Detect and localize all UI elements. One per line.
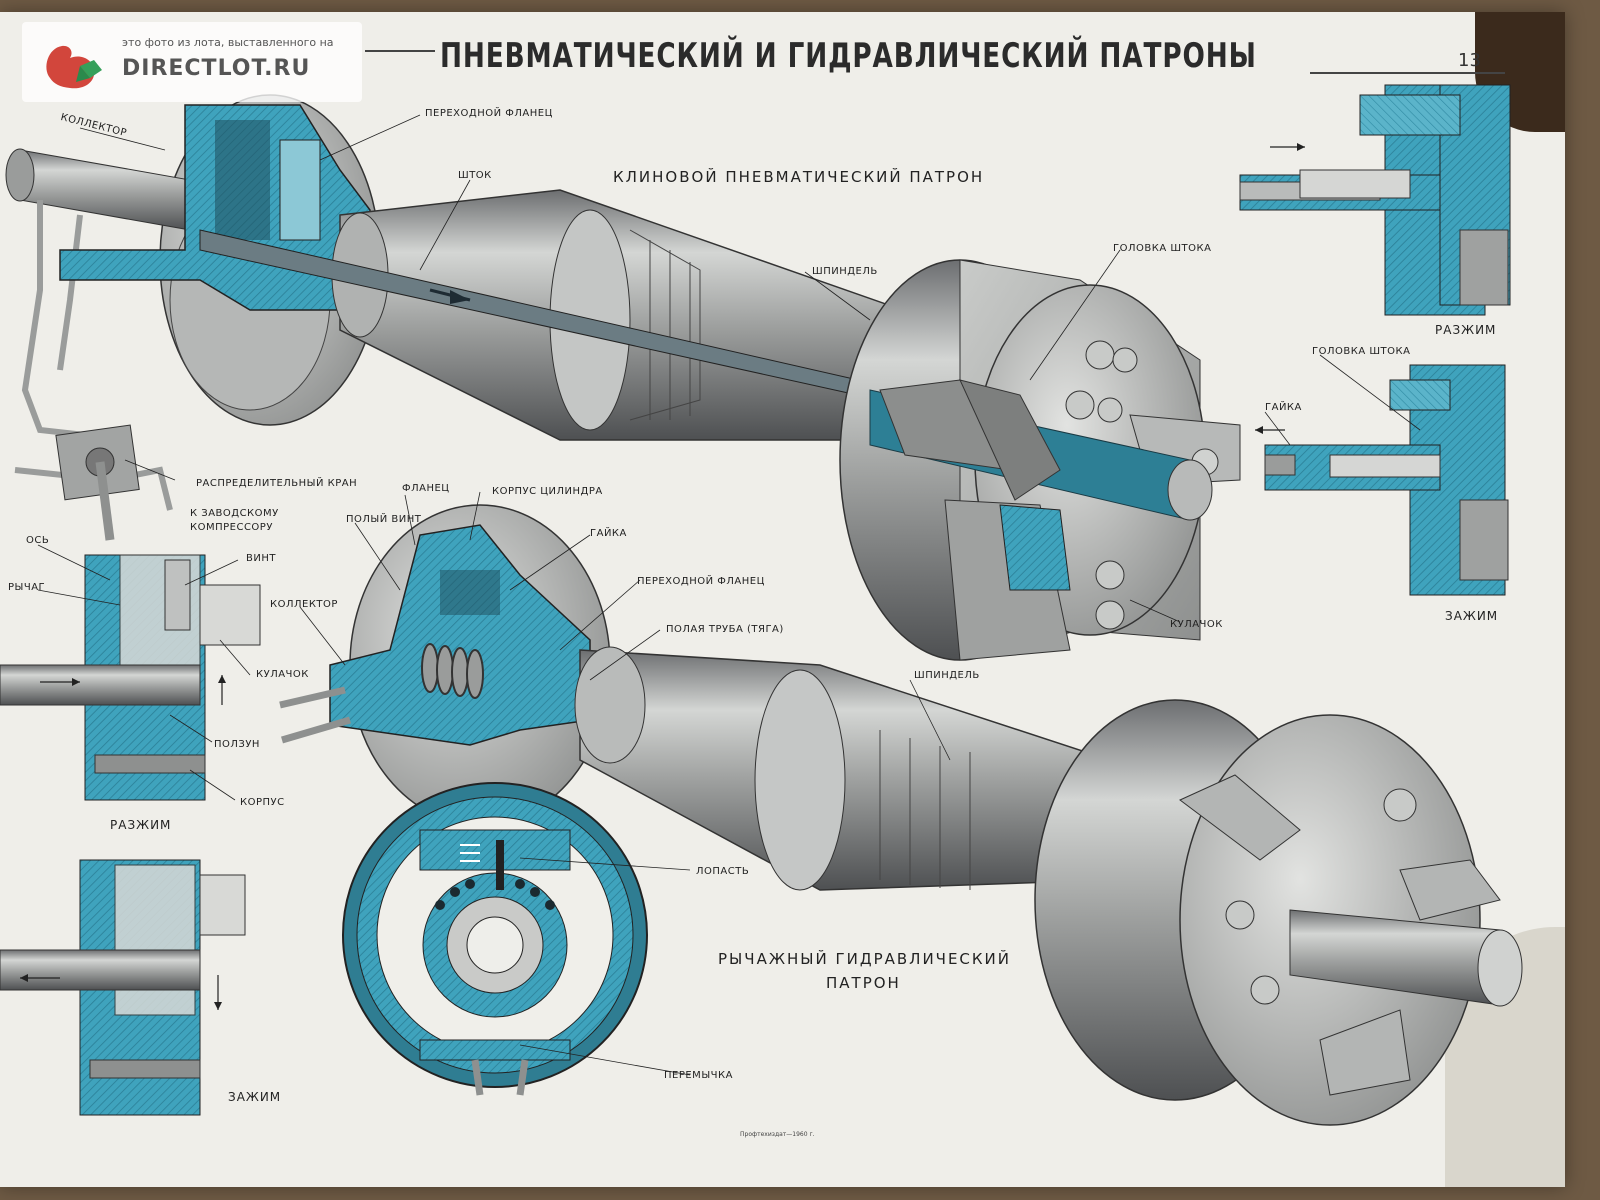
watermark-brand: DIRECTLOT.RU (122, 56, 311, 81)
part-label: ГАЙКА (590, 528, 627, 539)
part-label: КОРПУС ЦИЛИНДРА (492, 486, 603, 497)
part-label: КУЛАЧОК (1170, 619, 1223, 630)
jaw (1399, 859, 1501, 921)
sheet-number: 13 (1458, 50, 1481, 71)
jaw (1179, 774, 1301, 861)
part-label: ПЕРЕХОДНОЙ ФЛАНЕЦ (425, 108, 553, 119)
part-label: КОЛЛЕКТОР (270, 599, 338, 610)
watermark: это фото из лота, выставленного на DIREC… (22, 22, 362, 102)
inset-caption: ЗАЖИМ (228, 1090, 282, 1104)
part-label: ФЛАНЕЦ (402, 483, 450, 494)
publisher-imprint: Профтехиздат—1960 г. (740, 1131, 815, 1138)
part-label: ПЕРЕХОДНОЙ ФЛАНЕЦ (637, 576, 765, 587)
wedge-chuck-section-clamp (1255, 364, 1509, 596)
part-label: ПОЛЗУН (214, 739, 260, 750)
part-label: ПЕРЕМЫЧКА (664, 1070, 733, 1081)
part-label: РАСПРЕДЕЛИТЕЛЬНЫЙ КРАН (196, 478, 358, 489)
lever-section-unclamp (0, 554, 261, 801)
inset-caption: ЗАЖИМ (1445, 609, 1499, 623)
jaw (1319, 1009, 1411, 1096)
wedge-chuck-section-unclamp (1239, 84, 1511, 316)
watermark-caption: это фото из лота, выставленного на (122, 36, 334, 49)
part-label: К ЗАВОДСКОМУ (190, 508, 279, 519)
part-label: ШПИНДЕЛЬ (812, 266, 878, 277)
section-heading-pneumatic: КЛИНОВОЙ ПНЕВМАТИЧЕСКИЙ ПАТРОН (613, 168, 985, 186)
part-label: ОСЬ (26, 535, 50, 546)
section-heading-hydraulic: РЫЧАЖНЫЙ ГИДРАВЛИЧЕСКИЙ (718, 950, 1011, 968)
lever-section-clamp (0, 859, 246, 1116)
vane-cylinder-cross-section (342, 782, 648, 1096)
part-label: РЫЧАГ (8, 582, 46, 593)
part-label: ШТОК (458, 170, 492, 181)
poster-title: ПНЕВМАТИЧЕСКИЙ И ГИДРАВЛИЧЕСКИЙ ПАТРОНЫ (440, 36, 1257, 76)
part-label: ГОЛОВКА ШТОКА (1312, 346, 1411, 357)
part-label: ПОЛАЯ ТРУБА (ТЯГА) (666, 624, 784, 635)
leader-lines (37, 114, 1421, 1076)
squirrel-logo-icon (46, 45, 102, 89)
part-label: ВИНТ (246, 553, 276, 564)
part-label: ГАЙКА (1265, 402, 1302, 413)
inset-caption: РАЗЖИМ (1435, 323, 1497, 337)
part-label: ШПИНДЕЛЬ (914, 670, 980, 681)
pneumatic-chuck-assembly (5, 94, 1241, 661)
part-label: КОМПРЕССОРУ (190, 522, 273, 533)
inset-caption: РАЗЖИМ (110, 818, 172, 832)
title-rule (365, 50, 435, 52)
section-heading-hydraulic: ПАТРОН (826, 974, 901, 992)
title-rule (1310, 72, 1505, 74)
collector-pipe (19, 149, 191, 231)
part-label: КОРПУС (240, 797, 285, 808)
part-label: ГОЛОВКА ШТОКА (1113, 243, 1212, 254)
part-label: ЛОПАСТЬ (696, 866, 750, 877)
part-label: КУЛАЧОК (256, 669, 309, 680)
part-label: ПОЛЫЙ ВИНТ (346, 514, 422, 525)
